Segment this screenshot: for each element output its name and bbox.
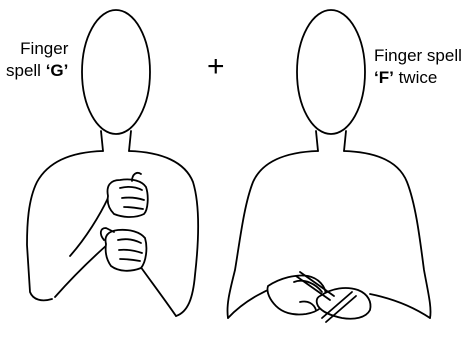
right-neck-right (343, 130, 347, 152)
left-neck-right (128, 130, 132, 152)
plus-operator: + (207, 50, 225, 83)
right-neck-left (315, 130, 319, 152)
left-caption: Finger spell ‘G’ (6, 38, 68, 82)
left-lower-thumb (99, 227, 115, 241)
right-torso-right (343, 150, 432, 319)
left-caption-letter: ‘G’ (45, 61, 69, 80)
left-upper-fist-fingers (119, 186, 145, 210)
right-caption-line1: Finger spell (374, 46, 462, 65)
left-forearm-lower (54, 243, 109, 298)
right-extended-fingers-b (321, 291, 357, 323)
right-left-hand-fingers (293, 279, 323, 311)
right-head (296, 9, 366, 135)
left-neck-left (100, 130, 104, 152)
left-torso-left (26, 150, 104, 302)
right-right-hand (315, 287, 372, 320)
left-right-forearm (139, 265, 177, 317)
left-upper-thumb (131, 171, 142, 182)
left-lower-fist-fingers (117, 238, 143, 262)
left-torso-right (128, 150, 200, 317)
left-head (81, 9, 151, 135)
left-figure (26, 9, 200, 317)
right-right-forearm (369, 293, 431, 319)
left-caption-prefix: spell (6, 61, 46, 80)
right-caption-letter: ‘F’ (374, 68, 394, 87)
right-torso-left (226, 150, 319, 319)
left-caption-line2: spell ‘G’ (6, 60, 68, 82)
right-extended-fingers-a (295, 271, 335, 301)
right-caption-line2: ‘F’ twice (374, 67, 462, 89)
left-caption-line1: Finger (20, 39, 69, 58)
right-caption-suffix: twice (393, 68, 438, 87)
left-forearm-upper (69, 197, 109, 257)
right-caption: Finger spell ‘F’ twice (374, 45, 462, 89)
right-figure (226, 9, 432, 323)
